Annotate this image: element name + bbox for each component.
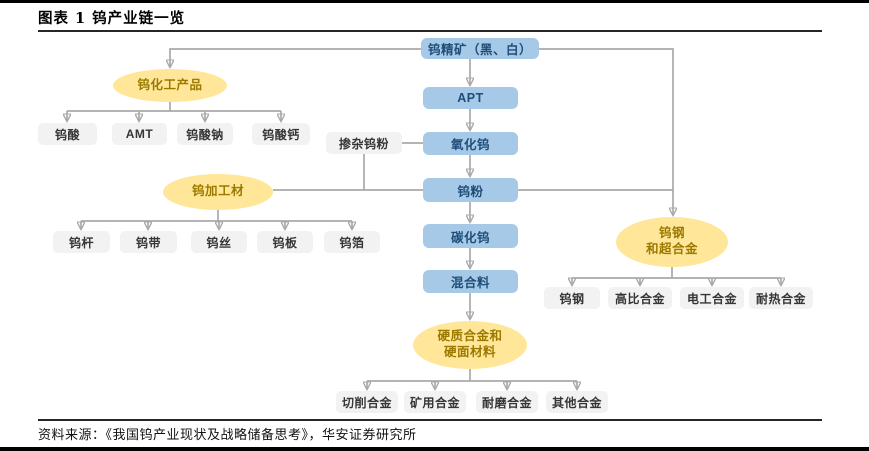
top-rule	[0, 0, 869, 3]
node-doped-tungsten-powder: 掺杂钨粉	[326, 132, 402, 154]
group-label-line2: 和超合金	[645, 242, 698, 256]
node-sodium-tungstate: 钨酸钠	[177, 123, 233, 145]
node-electrical-alloy: 电工合金	[680, 287, 744, 309]
group-label: 钨加工材	[191, 184, 244, 199]
source-note: 资料来源：《我国钨产业现状及战略储备思考》，华安证券研究所	[38, 428, 417, 443]
group-label-line1: 钨钢	[658, 226, 685, 241]
node-tungsten-concentrate: 钨精矿（黑、白）	[421, 38, 539, 59]
node-high-density-alloy: 高比合金	[608, 287, 672, 309]
group-label-line1: 硬质合金和	[437, 329, 503, 344]
connector	[539, 48, 673, 215]
group-tungsten-chemicals: 钨化工产品	[113, 69, 227, 102]
connector	[170, 48, 421, 67]
node-tungsten-strip: 钨带	[120, 231, 177, 253]
node-tungsten-oxide: 氧化钨	[423, 132, 518, 155]
group-label: 钨化工产品	[137, 77, 203, 92]
node-tungsten-powder: 钨粉	[423, 178, 518, 202]
node-tungsten-foil: 钨箔	[324, 231, 380, 253]
node-cutting-alloy: 切削合金	[336, 391, 398, 413]
node-mixture: 混合料	[423, 270, 518, 293]
group-label-line2: 硬面材料	[443, 345, 496, 359]
node-wear-resistant-alloy: 耐磨合金	[476, 391, 538, 413]
bottom-rule	[0, 447, 869, 451]
node-tungsten-rod: 钨杆	[53, 231, 110, 253]
node-mining-alloy: 矿用合金	[404, 391, 466, 413]
node-tungsten-carbide: 碳化钨	[423, 224, 518, 248]
node-tungstic-acid: 钨酸	[38, 123, 97, 145]
node-apt: APT	[423, 87, 518, 109]
node-heat-resistant-alloy: 耐热合金	[749, 287, 813, 309]
figure-title: 图表 1 钨产业链一览	[38, 10, 186, 27]
footer-rule	[38, 419, 822, 421]
node-amt: AMT	[112, 123, 167, 145]
node-tungsten-wire: 钨丝	[191, 231, 247, 253]
node-tungsten-steel: 钨钢	[544, 287, 600, 309]
title-rule	[38, 30, 822, 32]
node-calcium-tungstate: 钨酸钙	[252, 123, 310, 145]
group-tungsten-steel-superalloy: 钨钢 和超合金	[616, 217, 728, 267]
group-tungsten-processed-materials: 钨加工材	[163, 174, 273, 210]
group-hard-alloy-hardfacing: 硬质合金和 硬面材料	[413, 321, 527, 369]
node-tungsten-plate: 钨板	[257, 231, 313, 253]
node-other-alloy: 其他合金	[546, 391, 608, 413]
